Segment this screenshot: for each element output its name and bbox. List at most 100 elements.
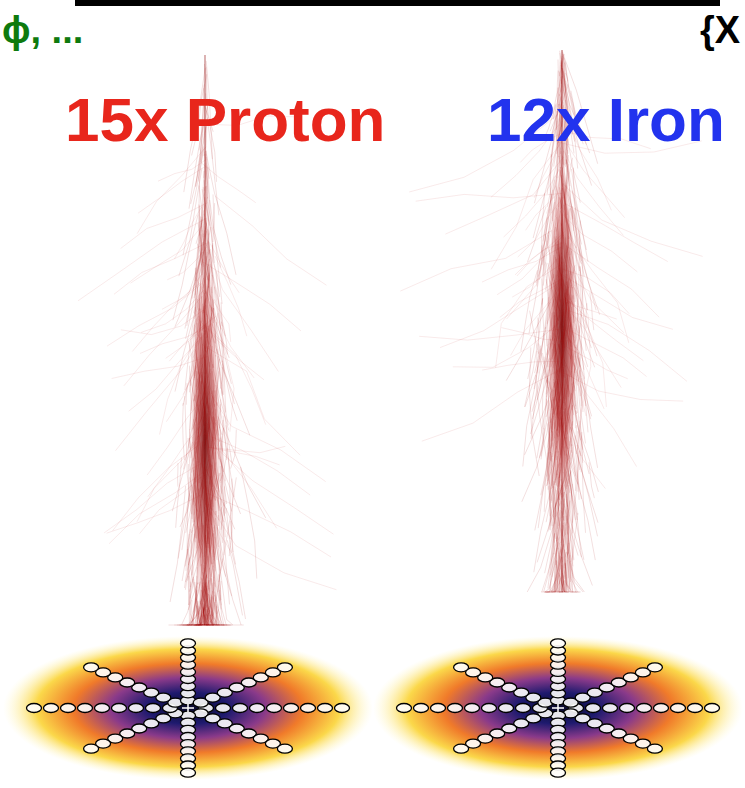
- particle-track: [217, 606, 225, 625]
- detector-station: [414, 704, 429, 713]
- particle-track: [216, 448, 333, 534]
- particle-track: [215, 429, 216, 515]
- particle-track: [207, 582, 211, 625]
- particle-track: [148, 417, 208, 496]
- detector-station: [277, 744, 292, 753]
- detector-station: [551, 768, 566, 777]
- particle-track: [208, 446, 285, 452]
- particle-track: [215, 468, 224, 555]
- particle-track: [141, 290, 204, 333]
- particle-track: [208, 556, 219, 625]
- particle-track: [561, 328, 605, 409]
- core-marker: [552, 704, 564, 712]
- particle-track: [140, 472, 208, 534]
- particle-track: [219, 574, 228, 625]
- particle-track: [181, 423, 208, 468]
- particle-track: [200, 495, 231, 554]
- particle-track: [535, 349, 541, 374]
- detector-station: [284, 704, 299, 713]
- ground-footprint: [373, 636, 743, 780]
- particle-track: [191, 380, 205, 426]
- particle-track: [419, 329, 564, 341]
- particle-track: [568, 417, 598, 537]
- particle-track: [147, 392, 208, 476]
- parameter-label: ϕ, ...: [2, 10, 83, 52]
- particle-track: [496, 262, 564, 368]
- particle-track: [559, 335, 587, 416]
- particle-track: [526, 188, 564, 230]
- detector-station: [465, 704, 480, 713]
- particle-track: [567, 144, 625, 217]
- particle-track: [189, 334, 200, 449]
- particle-track: [531, 333, 544, 439]
- particle-track: [563, 525, 583, 592]
- particle-track: [207, 519, 209, 552]
- particle-track: [550, 429, 557, 530]
- detector-station: [654, 704, 669, 713]
- particle-track: [116, 331, 207, 450]
- particle-track: [208, 407, 277, 528]
- particle-track: [554, 551, 560, 592]
- particle-track: [203, 345, 300, 455]
- particle-track: [203, 504, 209, 542]
- detector-station: [84, 663, 99, 672]
- core-marker: [182, 704, 194, 712]
- particle-track: [219, 399, 221, 428]
- particle-track: [570, 340, 571, 430]
- detector-station: [277, 663, 292, 672]
- detector-station: [146, 704, 161, 713]
- particle-track: [561, 301, 622, 388]
- particle-track: [541, 428, 544, 459]
- particle-track: [201, 261, 302, 332]
- particle-track: [445, 157, 563, 234]
- particle-track: [197, 427, 209, 521]
- detector-station: [44, 704, 59, 713]
- detector-array: [3, 636, 743, 780]
- particle-track: [518, 197, 564, 257]
- particle-track: [560, 220, 624, 333]
- particle-track: [169, 316, 216, 361]
- particle-track: [515, 243, 563, 275]
- header-rule: [75, 0, 720, 6]
- particle-track: [453, 323, 560, 367]
- detector-station: [27, 704, 42, 713]
- particle-track: [569, 474, 576, 520]
- particle-track: [563, 184, 703, 257]
- detector-station: [250, 704, 265, 713]
- particle-track: [107, 284, 202, 347]
- detector-station: [620, 704, 635, 713]
- particle-track: [180, 606, 197, 625]
- particle-track: [208, 473, 220, 548]
- detector-station: [499, 704, 514, 713]
- particle-track: [137, 433, 205, 522]
- particle-track: [566, 299, 644, 361]
- particle-track: [566, 246, 659, 317]
- particle-track: [207, 593, 221, 625]
- ground-footprint: [3, 636, 373, 780]
- particle-track: [206, 243, 278, 372]
- particle-track: [561, 268, 630, 313]
- detector-station: [233, 704, 248, 713]
- particle-track: [204, 527, 214, 575]
- signal-density: [3, 636, 373, 780]
- particle-track: [196, 589, 204, 616]
- particle-track: [546, 297, 556, 395]
- particle-track: [112, 356, 210, 379]
- particle-track: [78, 218, 207, 301]
- particle-track: [138, 167, 204, 213]
- particle-track: [204, 492, 331, 557]
- particle-track: [217, 363, 221, 406]
- particle-track: [194, 606, 203, 625]
- primary-label: 12x Iron: [487, 86, 725, 154]
- particle-track: [185, 530, 193, 590]
- particle-track: [177, 463, 178, 487]
- detector-station: [181, 768, 196, 777]
- particle-track: [570, 331, 647, 377]
- detector-station: [397, 704, 412, 713]
- particle-track: [226, 508, 245, 619]
- particle-track: [416, 193, 563, 201]
- particle-track: [564, 386, 606, 489]
- particle-track: [220, 590, 231, 625]
- particle-track: [547, 280, 559, 355]
- particle-track: [201, 163, 255, 203]
